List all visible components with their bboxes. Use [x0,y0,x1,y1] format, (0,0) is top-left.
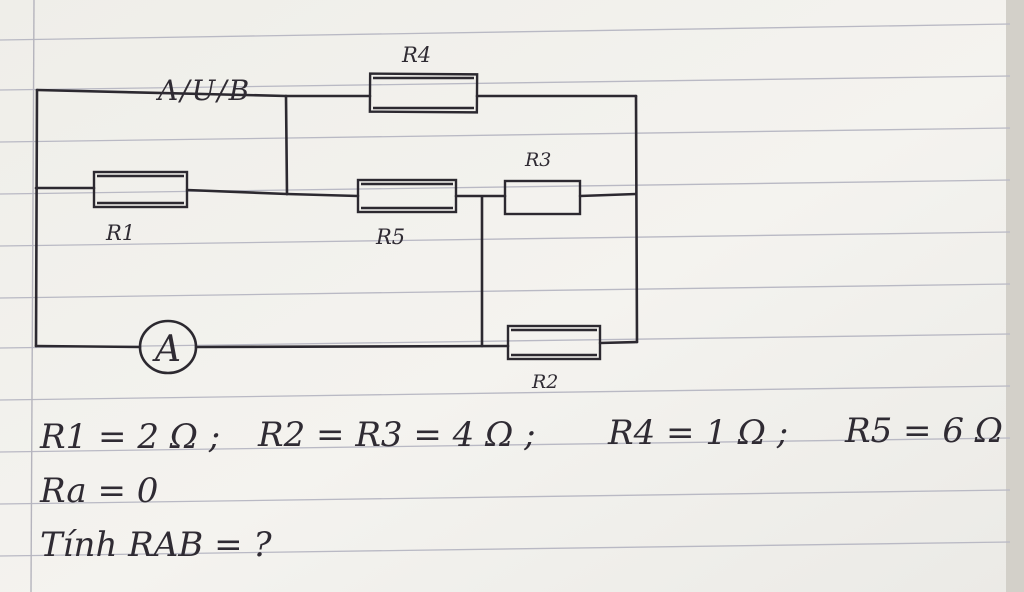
top-wire-a-to-node [35,88,288,98]
resistor-r1 [92,170,189,209]
resistor-r5 [356,178,458,214]
given-r1: R1 = 2 Ω ; [39,417,220,457]
r4-label: R4 [401,43,431,67]
wire-r1-to-node [185,188,289,196]
margin-line [30,0,35,592]
given-r5: R5 = 6 Ω [844,411,1003,451]
resistor-r4 [368,72,479,114]
problem-statement: R1 = 2 Ω ; R2 = R3 = 4 Ω ; R4 = 1 Ω ; R5… [39,411,1003,565]
resistor-r2 [506,324,602,361]
r3-label: R3 [524,149,551,171]
page-edge-shadow [1006,0,1024,592]
wire-node-to-r5 [285,192,360,198]
given-r4: R4 = 1 Ω ; [607,413,788,453]
ruled-lines [0,23,1011,557]
circuit-wires [34,88,639,349]
ammeter-label: A [152,329,181,370]
given-r2-r3: R2 = R3 = 4 Ω ; [257,415,536,455]
wire-r2-to-right [598,340,639,345]
ammeter-circle [138,319,198,375]
r5-label: R5 [375,225,405,249]
resistor-r3 [503,179,582,216]
left-rail-wire [34,88,39,348]
node-label-aub: A/U/B [155,74,251,107]
bottom-wire-ammeter-to-junction [194,344,510,349]
r2-label: R2 [531,371,558,393]
node-vertical-wire [284,94,289,196]
wire-r3-to-right [578,192,638,198]
given-ra: Ra = 0 [39,471,158,511]
r1-label: R1 [105,221,135,245]
right-rail-wire [634,94,639,344]
ammeter: A [138,319,198,375]
bottom-wire-to-ammeter [34,344,142,349]
question-rab: Tính RAB = ? [40,525,272,565]
